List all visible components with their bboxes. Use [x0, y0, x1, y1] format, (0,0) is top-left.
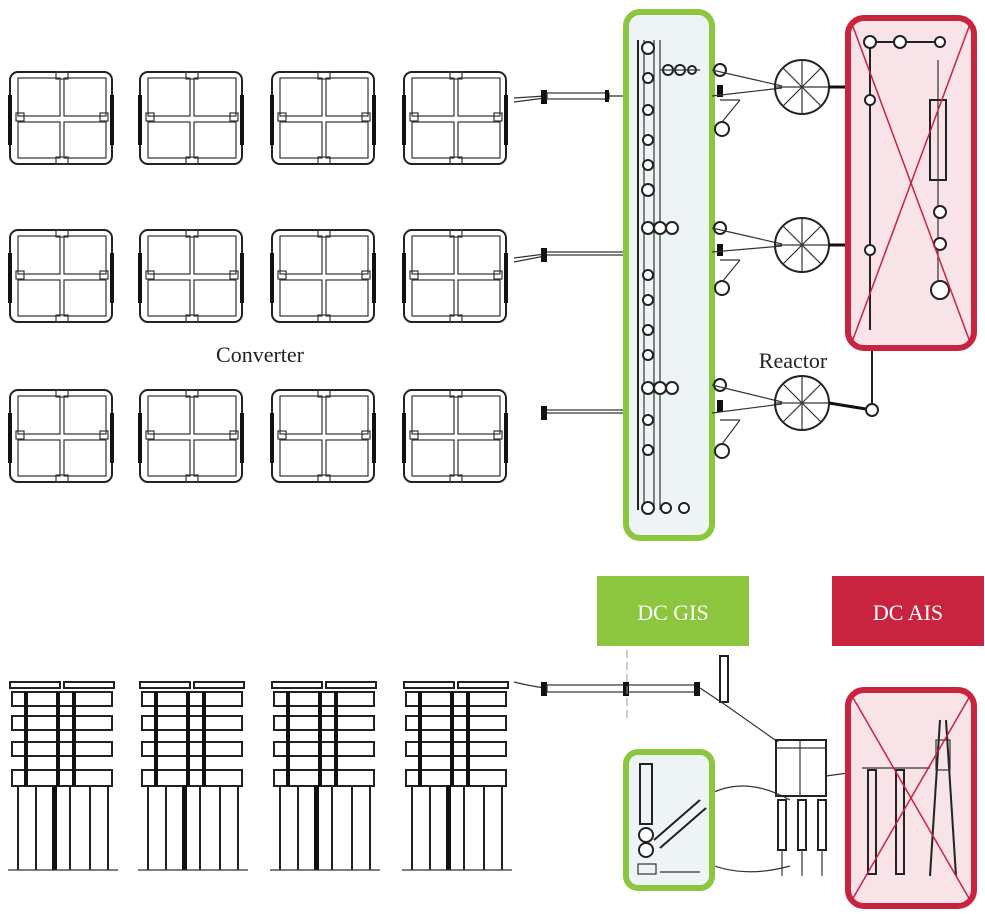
dc-gis-elevation — [623, 749, 715, 891]
dc-ais-label: DC AIS — [873, 600, 943, 625]
dc-ais-plan — [845, 15, 977, 351]
reactor-label: Reactor — [759, 348, 828, 373]
dc-gis-elevation-box — [623, 749, 715, 891]
reactor-symbol — [774, 59, 830, 115]
converter-tower — [8, 681, 118, 871]
dc-gis-label: DC GIS — [637, 600, 709, 625]
converter-label: Converter — [216, 342, 305, 367]
dc-ais-badge: DC AIS — [832, 576, 984, 646]
reactor-symbol — [774, 375, 830, 431]
converter-elevation-view — [8, 681, 513, 871]
reactor-symbol — [774, 217, 830, 273]
converter-module — [8, 71, 114, 165]
dc-ais-elevation — [845, 687, 977, 909]
plan-reactor-section — [711, 59, 879, 459]
dc-gis-badge: DC GIS — [597, 576, 749, 646]
elevation-connections — [513, 650, 791, 873]
converter-plan-view — [7, 71, 509, 483]
dc-gis-plan — [623, 9, 715, 541]
